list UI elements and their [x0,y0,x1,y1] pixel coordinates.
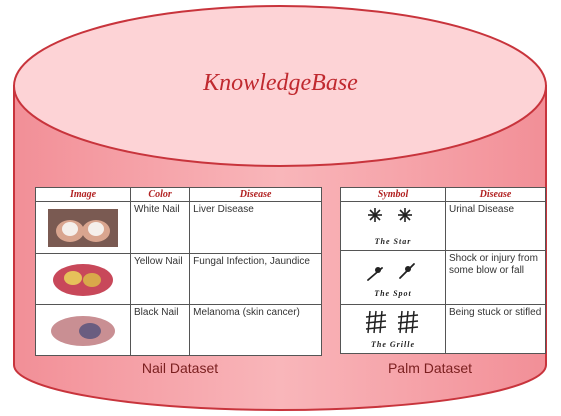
palm-dataset-table: Symbol Disease The Star Urinal Disease [340,187,546,354]
nail-color-cell: White Nail [129,201,191,254]
spot-symbol-icon [367,262,415,281]
palm-symbol-cell: The Star [340,201,446,251]
palm-disease-cell: Urinal Disease [445,201,546,251]
palm-disease-cell: Shock or injury from some blow or fall [445,250,546,305]
table-row: The Star Urinal Disease [340,201,546,251]
star-symbol-icon [368,208,412,222]
header-image: Image [35,187,131,202]
palm-symbol-cell: The Grille [340,304,446,354]
table-header-row: Image Color Disease [35,187,322,202]
header-disease: Disease [445,187,546,202]
nail-disease-cell: Melanoma (skin cancer) [189,304,322,356]
nail-image-cell [35,201,131,254]
table-row: The Spot Shock or injury from some blow … [340,250,546,305]
palm-dataset-caption: Palm Dataset [387,360,473,376]
palm-symbol-cell: The Spot [340,250,446,305]
palm-dataset-table-panel: Symbol Disease The Star Urinal Disease [340,187,546,354]
nail-image-cell [35,304,131,356]
table-row: Yellow Nail Fungal Infection, Jaundice [35,253,322,305]
nail-disease-cell: Liver Disease [189,201,322,254]
black-nail-photo [48,311,118,349]
nail-color-cell: Black Nail [129,304,191,356]
white-nail-photo [48,208,118,247]
header-symbol: Symbol [340,187,446,202]
symbol-name: The Grille [371,340,415,349]
grille-symbol-icon [365,310,419,334]
palm-disease-cell: Being stuck or stifled [445,304,546,354]
nail-dataset-table: Image Color Disease White Nail Liver Dis… [35,187,322,356]
symbol-name: The Spot [374,288,412,298]
table-header-row: Symbol Disease [340,187,546,202]
table-row: White Nail Liver Disease [35,201,322,254]
symbol-name: The Star [374,237,412,246]
nail-dataset-caption: Nail Dataset [141,360,219,376]
cylinder-top [13,5,547,167]
header-disease: Disease [189,187,322,202]
header-color: Color [129,187,191,202]
nail-disease-cell: Fungal Infection, Jaundice [189,253,322,305]
table-row: The Grille Being stuck or stifled [340,304,546,354]
nail-image-cell [35,253,131,305]
nail-color-cell: Yellow Nail [129,253,191,305]
table-row: Black Nail Melanoma (skin cancer) [35,304,322,356]
knowledgebase-title: KnowledgeBase [203,70,358,96]
yellow-nail-photo [48,260,118,298]
nail-dataset-table-panel: Image Color Disease White Nail Liver Dis… [35,187,322,356]
